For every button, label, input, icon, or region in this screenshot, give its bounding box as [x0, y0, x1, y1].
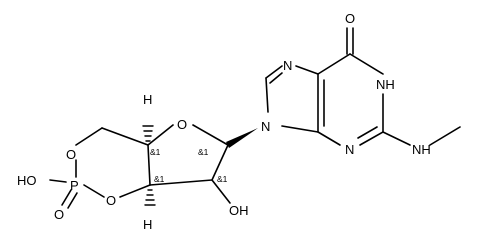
- atom-ho-phosphate: HO: [17, 173, 37, 188]
- bond-p-ho: [49, 179, 67, 183]
- bond-n9-c4: [281, 125, 319, 133]
- atom-o-carbonyl: O: [345, 11, 355, 26]
- bond-layer: [49, 27, 461, 209]
- atom-n-pyrimidine: N: [345, 142, 354, 157]
- atom-nh-pyrimidine: NH: [376, 77, 395, 92]
- stereo-label-c1: &1: [198, 147, 209, 157]
- bond-c6-c5: [317, 53, 351, 75]
- bond-c4-h-hash: [142, 125, 154, 142]
- bond-o3-c3: [119, 184, 151, 198]
- atom-nh-methylamino: NH: [412, 142, 431, 157]
- atom-label-layer: O N NH N N NH O H O HO P O O OH H: [17, 11, 431, 232]
- bond-n9-c1-wedge: [226, 128, 258, 148]
- bond-c6-n1: [349, 53, 384, 75]
- atom-h-bottom: H: [143, 217, 152, 232]
- stereo-label-c2: &1: [217, 174, 228, 184]
- bond-c3-c2: [149, 179, 213, 186]
- atom-h-top: H: [143, 92, 152, 107]
- atom-n-imidazole-ring: N: [261, 119, 270, 134]
- bond-o4-c4: [147, 124, 174, 146]
- bond-c4-c3: [147, 144, 151, 186]
- bond-n3-c4: [317, 131, 341, 146]
- bond-c2-nhme: [382, 131, 411, 146]
- bond-p-o-double-2: [67, 192, 78, 209]
- bond-c5prime-o5: [75, 127, 103, 146]
- bond-p-o3: [83, 184, 105, 198]
- bond-n7-c8-inner: [269, 72, 283, 84]
- bond-c1-o4: [192, 124, 229, 146]
- atom-oh-hydroxyl: OH: [229, 203, 249, 218]
- atom-o-phosphoryl: O: [54, 207, 64, 222]
- bond-c4-c5prime: [101, 127, 149, 146]
- bond-c2-n3: [359, 131, 384, 146]
- atom-o-phosphate-upper: O: [66, 147, 76, 162]
- bond-c5-n7: [295, 65, 319, 75]
- atom-n-imidazole-top: N: [283, 58, 292, 73]
- bond-c2-n3-inner: [357, 126, 378, 139]
- bond-c8-n9: [265, 77, 269, 113]
- bond-c2-oh: [211, 179, 231, 204]
- bond-n7-c8: [265, 65, 283, 79]
- atom-o-phosphate-lower: O: [106, 193, 116, 208]
- stereo-label-c4: &1: [150, 147, 161, 157]
- stereo-label-layer: &1 &1 &1 &1: [150, 147, 228, 184]
- bond-nh-ch3: [429, 126, 461, 146]
- bond-c2-c1: [211, 144, 229, 181]
- stereo-label-c3: &1: [154, 174, 165, 184]
- bond-c3-h-hash: [144, 189, 156, 206]
- atom-o-furanose: O: [177, 117, 187, 132]
- bond-p-o-double-1: [61, 189, 72, 206]
- atom-p: P: [70, 178, 79, 193]
